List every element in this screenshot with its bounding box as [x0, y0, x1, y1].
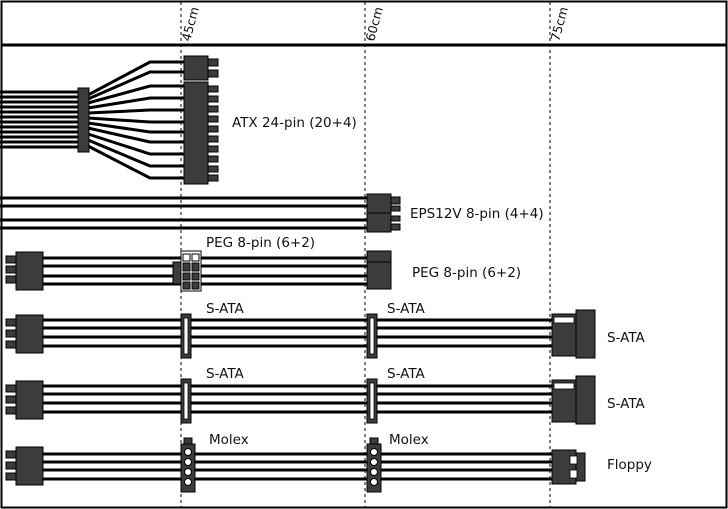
sata1-mid-connector-1 — [180, 313, 192, 359]
molex-cable — [43, 452, 553, 481]
atx-cable-sleeve-clip — [77, 87, 90, 153]
peg-cable — [43, 256, 368, 286]
sata2-mid2-label: S-ATA — [387, 366, 426, 382]
sata1-mid1-label: S-ATA — [206, 301, 245, 317]
sata1-end-label: S-ATA — [607, 330, 646, 346]
sata1-end-connector — [551, 309, 596, 359]
peg-end-connector — [366, 250, 392, 290]
molex-mid2-label: Molex — [389, 432, 429, 448]
peg-mid-label: PEG 8-pin (6+2) — [206, 235, 315, 251]
floppy-label: Floppy — [607, 457, 652, 473]
sata1-mid2-label: S-ATA — [387, 301, 426, 317]
sata2-cable — [43, 384, 553, 414]
eps-connector — [366, 193, 401, 233]
length-label-60cm: 60cm — [362, 5, 386, 43]
peg-psu-plug — [5, 251, 44, 291]
peg-end-label: PEG 8-pin (6+2) — [412, 265, 521, 281]
atx-label: ATX 24-pin (20+4) — [232, 115, 357, 131]
sata1-mid-connector-2 — [366, 313, 378, 359]
molex-mid-connector-2 — [366, 437, 382, 493]
sata1-cable — [43, 318, 553, 348]
atx-connector-4pin — [183, 55, 219, 81]
eps-label: EPS12V 8-pin (4+4) — [410, 206, 544, 222]
molex-psu-plug — [5, 446, 44, 486]
atx-cable — [0, 60, 185, 180]
sata2-end-connector — [551, 375, 596, 425]
sata2-end-label: S-ATA — [607, 396, 646, 412]
sata2-mid1-label: S-ATA — [206, 366, 245, 382]
eps-cable — [0, 196, 368, 230]
sata2-psu-plug — [5, 380, 44, 420]
sata2-mid-connector-2 — [366, 378, 378, 424]
molex-mid-connector-1 — [180, 437, 196, 493]
length-label-45cm: 45cm — [178, 5, 202, 43]
molex-mid1-label: Molex — [209, 432, 249, 448]
atx-connector-20pin — [183, 81, 219, 185]
length-label-75cm: 75cm — [547, 5, 571, 43]
floppy-end-connector — [551, 449, 586, 485]
peg-mid-connector — [172, 250, 202, 292]
sata1-psu-plug — [5, 314, 44, 354]
sata2-mid-connector-1 — [180, 378, 192, 424]
